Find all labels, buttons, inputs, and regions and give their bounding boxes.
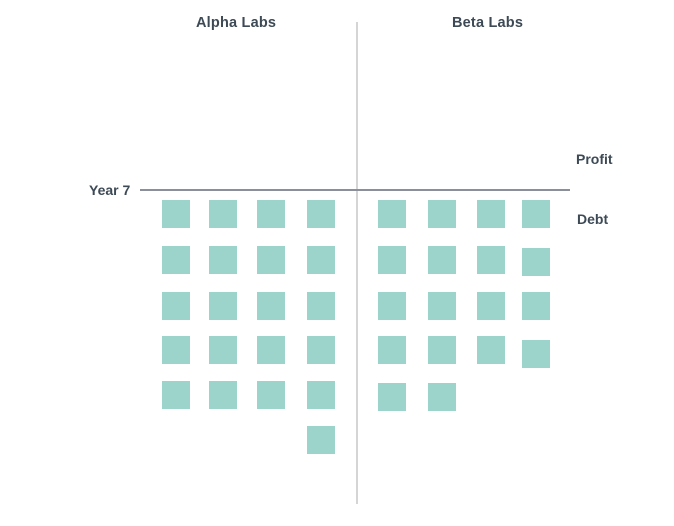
unit-square (162, 336, 190, 364)
unit-square (257, 381, 285, 409)
unit-square (477, 292, 505, 320)
unit-square (257, 200, 285, 228)
unit-square (209, 292, 237, 320)
unit-square (162, 246, 190, 274)
unit-square (209, 200, 237, 228)
unit-square (307, 246, 335, 274)
unit-square (162, 381, 190, 409)
unit-square (522, 292, 550, 320)
unit-square (477, 336, 505, 364)
unit-square (307, 381, 335, 409)
unit-square (257, 246, 285, 274)
unit-square (378, 336, 406, 364)
unit-square (522, 248, 550, 276)
unit-square (428, 336, 456, 364)
debt-label: Debt (577, 211, 609, 227)
unit-square (257, 336, 285, 364)
unit-square (378, 383, 406, 411)
unit-square (428, 246, 456, 274)
profit-label: Profit (576, 151, 613, 167)
unit-square (428, 292, 456, 320)
unit-square (378, 246, 406, 274)
unit-square (209, 336, 237, 364)
unit-square (428, 383, 456, 411)
unit-square (522, 200, 550, 228)
unit-square (477, 246, 505, 274)
group-divider-line (356, 22, 358, 504)
unit-square (209, 381, 237, 409)
unit-square (378, 292, 406, 320)
unit-square (307, 426, 335, 454)
unit-square (307, 336, 335, 364)
baseline-year-line (140, 189, 570, 191)
unit-square (378, 200, 406, 228)
unit-square (209, 246, 237, 274)
group-title-beta-labs: Beta Labs (452, 15, 524, 31)
unit-square (522, 340, 550, 368)
unit-square (307, 200, 335, 228)
unit-square (428, 200, 456, 228)
unit-square (257, 292, 285, 320)
unit-square (307, 292, 335, 320)
group-title-alpha-labs: Alpha Labs (196, 15, 277, 31)
unit-square (477, 200, 505, 228)
unit-square (162, 200, 190, 228)
baseline-label-year: Year 7 (89, 182, 131, 198)
unit-square (162, 292, 190, 320)
